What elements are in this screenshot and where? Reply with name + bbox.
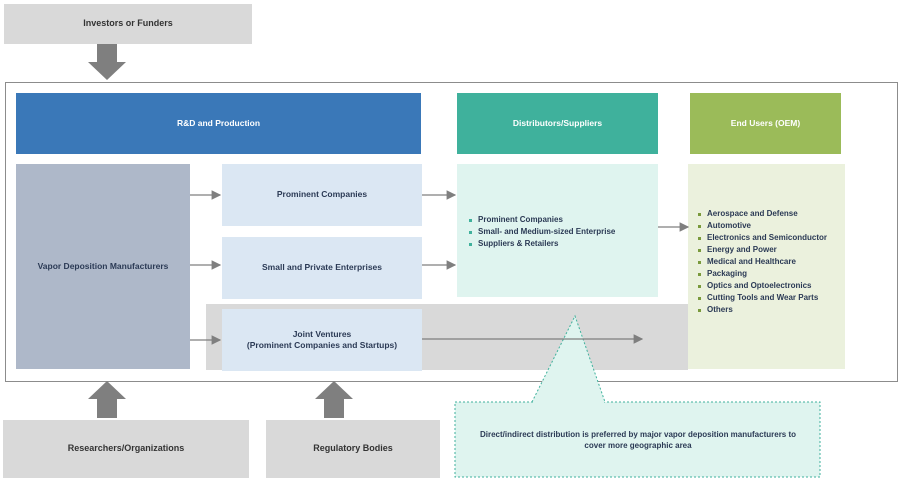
rd-production-header: R&D and Production [16, 93, 421, 154]
manufacturers-label: Vapor Deposition Manufacturers [37, 260, 169, 271]
joint-ventures-sublabel: (Prominent Companies and Startups) [246, 340, 398, 350]
end-users-label: End Users (OEM) [730, 117, 801, 128]
end-user-item: Packaging [698, 268, 837, 280]
prominent-companies-box: Prominent Companies [222, 164, 422, 226]
prominent-companies-label: Prominent Companies [276, 189, 368, 200]
distributors-body: Prominent Companies Small- and Medium-si… [457, 164, 658, 297]
joint-ventures-box: Joint Ventures (Prominent Companies and … [222, 309, 422, 371]
end-user-item: Medical and Healthcare [698, 256, 837, 268]
end-users-header: End Users (OEM) [690, 93, 841, 154]
end-user-item: Others [698, 304, 837, 316]
investors-down-arrow [88, 44, 126, 80]
distributors-item-continued: Suppliers & Retailers [469, 238, 646, 250]
end-user-item: Aerospace and Defense [698, 208, 837, 220]
investors-box: Investors or Funders [4, 4, 252, 44]
regulatory-label: Regulatory Bodies [313, 443, 393, 454]
researchers-box: Researchers/Organizations [3, 420, 249, 478]
small-private-box: Small and Private Enterprises [222, 237, 422, 299]
joint-ventures-label: Joint Ventures [292, 328, 352, 339]
regulatory-box: Regulatory Bodies [266, 420, 440, 478]
callout-text: Direct/indirect distribution is preferre… [479, 429, 797, 450]
end-users-body: Aerospace and Defense Automotive Electro… [688, 164, 845, 369]
distributors-list: Prominent Companies Small- and Medium-si… [469, 214, 646, 250]
researchers-label: Researchers/Organizations [67, 443, 185, 454]
end-users-list: Aerospace and Defense Automotive Electro… [698, 208, 837, 316]
rd-production-label: R&D and Production [176, 117, 261, 128]
end-user-item: Cutting Tools and Wear Parts [698, 292, 837, 304]
callout-bubble [454, 314, 821, 478]
distributors-label: Distributors/Suppliers [512, 117, 603, 128]
end-user-item: Electronics and Semiconductor [698, 232, 837, 244]
manufacturers-box: Vapor Deposition Manufacturers [16, 164, 190, 369]
end-user-item: Automotive [698, 220, 837, 232]
investors-label: Investors or Funders [83, 18, 173, 29]
small-private-label: Small and Private Enterprises [262, 262, 382, 273]
distributors-header: Distributors/Suppliers [457, 93, 658, 154]
distributors-item: Small- and Medium-sized Enterprise [469, 226, 646, 238]
end-user-item: Energy and Power [698, 244, 837, 256]
end-user-item: Optics and Optoelectronics [698, 280, 837, 292]
researchers-up-arrow [88, 381, 126, 418]
regulatory-up-arrow [315, 381, 353, 418]
distributors-item: Prominent Companies [469, 214, 646, 226]
